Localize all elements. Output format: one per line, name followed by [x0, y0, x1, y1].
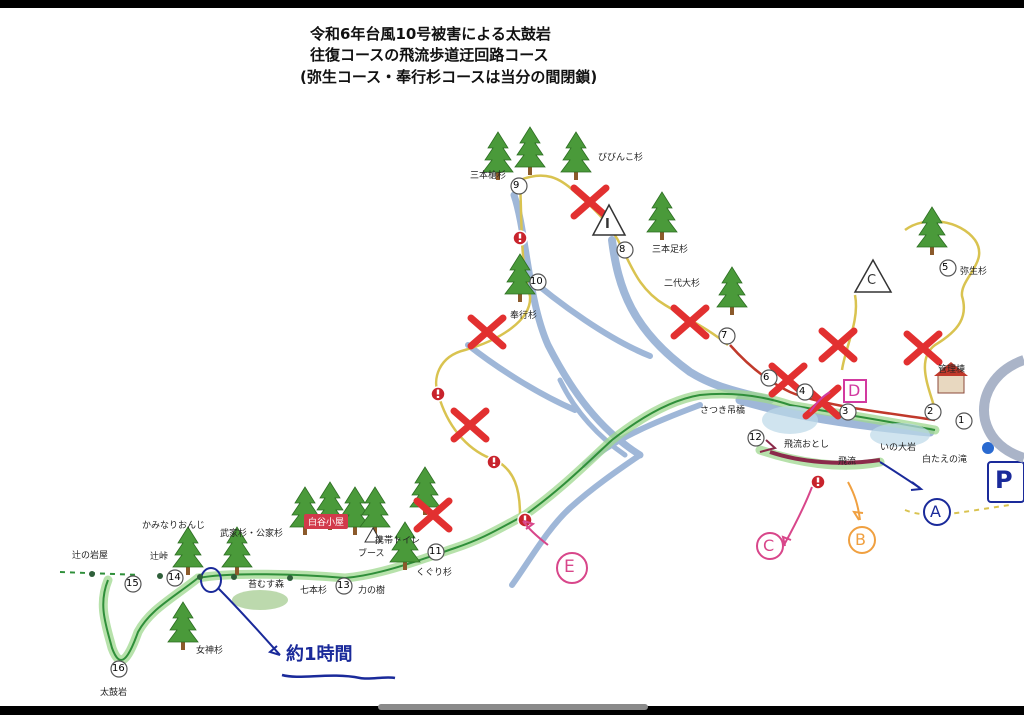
- label-kokemusu: 苔むす森: [248, 580, 285, 590]
- waypoint-9: 9: [513, 180, 520, 191]
- marker-e: E: [564, 557, 575, 577]
- label-bukesugi: 武家杉・公家杉: [220, 529, 284, 539]
- title-line-1: 令和6年台風10号被害による太鼓岩: [310, 25, 551, 43]
- trail-dots: [89, 571, 293, 581]
- label-toilet2: ブース: [358, 549, 385, 559]
- title-line-3: (弥生コース・奉行杉コースは当分の間閉鎖): [300, 68, 598, 86]
- waypoint-1: 1: [958, 415, 965, 426]
- waypoint-14: 14: [168, 572, 181, 583]
- marker-b: B: [855, 530, 866, 549]
- label-toilet1: 携帯トイレ: [375, 536, 421, 546]
- time-note: 約1時間: [286, 644, 353, 665]
- waypoint-shapes: [110, 177, 973, 678]
- label-chikara: 力の樹: [358, 586, 386, 596]
- map-paper: [0, 8, 1024, 706]
- waypoint-3: 3: [842, 406, 849, 417]
- waypoint-13: 13: [337, 580, 350, 591]
- waypoint-10: 10: [530, 276, 543, 287]
- campsite-marker-1: I: [605, 217, 610, 232]
- label-nanamoto: 七本杉: [300, 586, 328, 596]
- campsite-marker-2: C: [867, 273, 877, 288]
- label-shirataenotaki: 白たえの滝: [922, 455, 968, 465]
- label-kanrito: 管理棟: [938, 365, 966, 375]
- label-taikoiwa: 太鼓岩: [100, 688, 128, 698]
- label-sanbonashi: 三本足杉: [652, 245, 689, 255]
- label-bibinko: びびんこ杉: [598, 153, 644, 163]
- scroll-indicator[interactable]: [378, 704, 648, 710]
- label-satsuki: さつき吊橋: [700, 406, 746, 416]
- waypoint-4: 4: [799, 386, 806, 397]
- label-hiryu: 飛流: [838, 457, 857, 467]
- hiryu-path: [769, 450, 881, 465]
- title-line-2: 往復コースの飛流歩道迂回路コース: [310, 46, 549, 64]
- label-hiryuotoshi: 飛流おとし: [784, 440, 830, 450]
- marker-shapes: [556, 379, 1024, 584]
- waypoint-11: 11: [429, 546, 442, 557]
- waypoint-16: 16: [112, 663, 125, 674]
- label-yayoi: 弥生杉: [960, 267, 988, 277]
- label-kaminari: かみなりおんじ: [142, 521, 206, 531]
- parking-icon: P: [995, 466, 1013, 494]
- label-bugyo: 奉行杉: [510, 311, 538, 321]
- waypoint-2: 2: [927, 406, 934, 417]
- label-kuguri: くぐり杉: [416, 568, 453, 578]
- marker-d: D: [848, 381, 861, 400]
- kanrito-hut-icon: [934, 362, 968, 394]
- waypoint-7: 7: [721, 330, 728, 341]
- label-tsujitoge: 辻峠: [150, 552, 169, 562]
- label-nidai: 二代大杉: [664, 279, 701, 289]
- label-inoo: いの大岩: [880, 443, 917, 453]
- campsite-icons: [364, 203, 893, 543]
- bridge-scenes: [232, 406, 930, 610]
- waypoint-5: 5: [942, 262, 949, 273]
- road-arc: [979, 355, 1024, 463]
- label-sanbonyari: 三本槍杉: [470, 171, 507, 181]
- label-hut: 白谷小屋: [304, 514, 349, 529]
- waypoint-15: 15: [126, 578, 139, 589]
- waypoint-12: 12: [749, 432, 762, 443]
- marker-c: C: [763, 536, 775, 555]
- waypoint-6: 6: [763, 372, 770, 383]
- marker-a: A: [930, 502, 941, 521]
- annotation-arrows: [200, 391, 924, 680]
- label-tsujinoiwaya: 辻の岩屋: [72, 551, 109, 561]
- label-megami: 女神杉: [196, 646, 224, 656]
- waypoint-8: 8: [619, 244, 626, 255]
